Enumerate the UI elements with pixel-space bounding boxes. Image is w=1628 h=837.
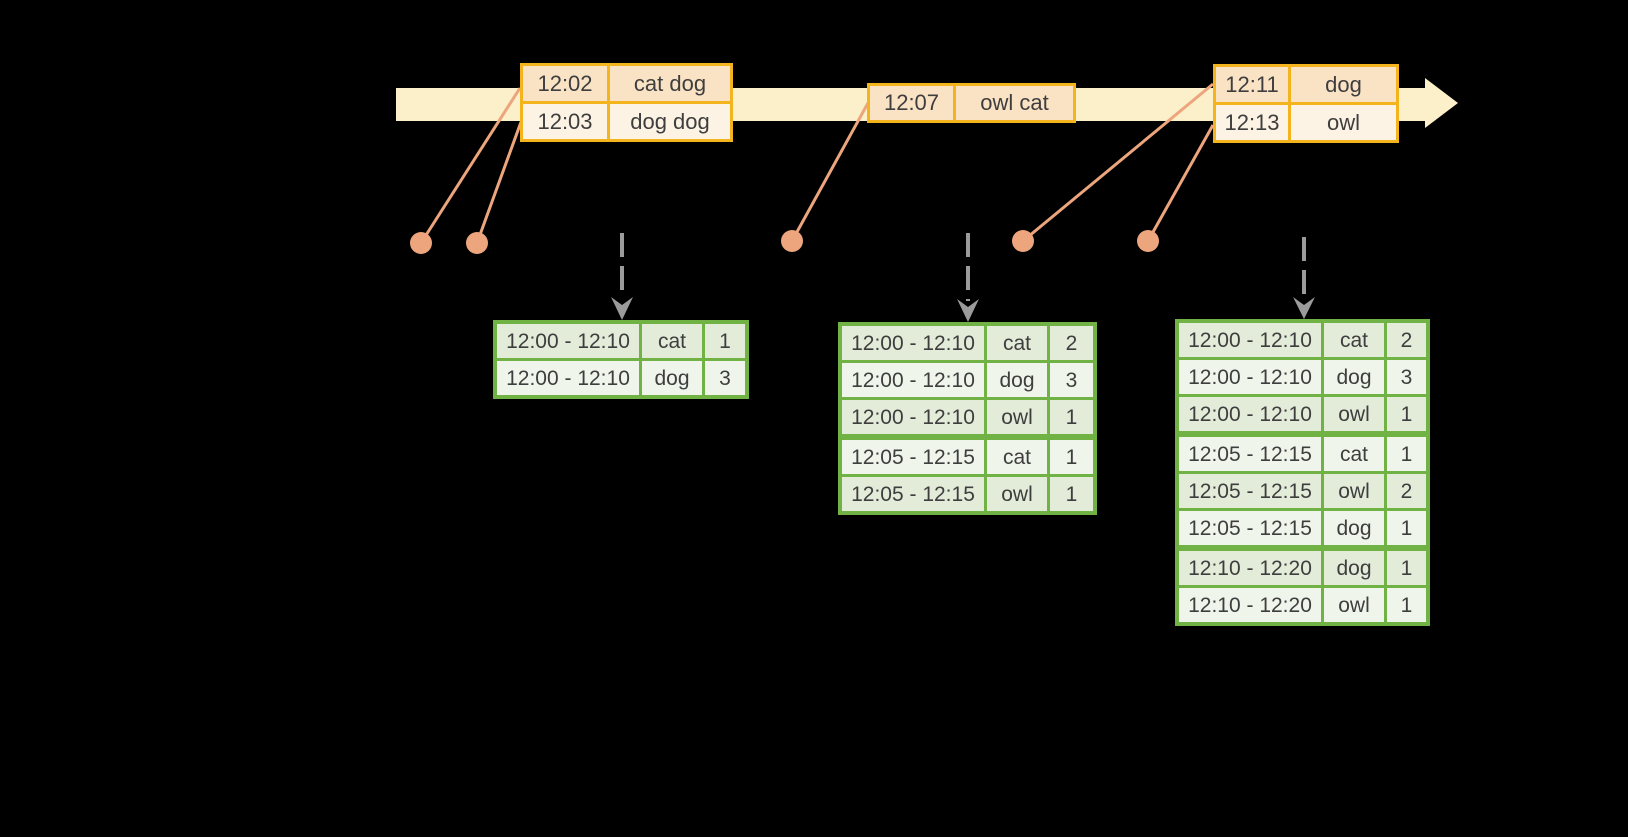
count-cell: 1 [1050,440,1093,474]
count-cell: 1 [1387,588,1426,622]
event-connector-line [1146,124,1215,242]
event-dot-icon [466,232,488,254]
result-table-2: 12:00 - 12:10 cat 2 12:00 - 12:10 dog 3 … [838,322,1097,515]
result-row: 12:05 - 12:15 cat 1 [842,440,1093,474]
result-row: 12:00 - 12:10 dog 3 [1179,360,1426,394]
result-row: 12:00 - 12:10 cat 1 [497,324,745,358]
event-table-1: 12:02 cat dog 12:03 dog dog [520,63,733,142]
event-time-cell: 12:11 [1216,67,1288,102]
event-table-2: 12:07 owl cat [867,83,1076,123]
result-row: 12:00 - 12:10 dog 3 [842,363,1093,397]
event-dot-icon [1012,230,1034,252]
event-connector-line [1022,82,1214,243]
count-cell: 1 [1050,477,1093,511]
event-words-cell: owl cat [956,86,1073,120]
word-cell: owl [987,400,1047,434]
word-cell: owl [987,477,1047,511]
window-cell: 12:05 - 12:15 [1179,474,1321,508]
count-cell: 1 [1387,397,1426,431]
trigger-arrowhead-icon [1293,297,1315,319]
count-cell: 1 [1387,511,1426,545]
event-words-cell: dog dog [610,104,730,139]
window-cell: 12:10 - 12:20 [1179,588,1321,622]
event-connector-line [475,121,523,244]
trigger-arrowhead-icon [611,297,633,320]
window-cell: 12:00 - 12:10 [1179,397,1321,431]
event-time-cell: 12:03 [523,104,607,139]
count-cell: 1 [1050,400,1093,434]
window-cell: 12:00 - 12:10 [497,361,639,395]
result-row: 12:05 - 12:15 cat 1 [1179,437,1426,471]
event-dot-icon [781,230,803,252]
timeline-arrowhead-icon [1425,78,1458,128]
word-cell: dog [1324,360,1384,394]
count-cell: 2 [1387,323,1426,357]
window-cell: 12:00 - 12:10 [842,326,984,360]
result-row: 12:05 - 12:15 owl 2 [1179,474,1426,508]
trigger-arrowhead-icon [957,299,979,322]
window-cell: 12:05 - 12:15 [1179,437,1321,471]
count-cell: 1 [1387,551,1426,585]
count-cell: 3 [1387,360,1426,394]
word-cell: dog [1324,511,1384,545]
count-cell: 2 [1050,326,1093,360]
count-cell: 3 [1050,363,1093,397]
result-row: 12:00 - 12:10 cat 2 [842,326,1093,360]
event-dot-icon [410,232,432,254]
event-words-cell: owl [1291,105,1396,140]
result-row: 12:00 - 12:10 cat 2 [1179,323,1426,357]
window-cell: 12:00 - 12:10 [1179,323,1321,357]
result-row: 12:10 - 12:20 dog 1 [1179,551,1426,585]
word-cell: cat [1324,437,1384,471]
window-cell: 12:00 - 12:10 [497,324,639,358]
window-cell: 12:10 - 12:20 [1179,551,1321,585]
event-dot-icon [1137,230,1159,252]
word-cell: dog [1324,551,1384,585]
word-cell: dog [987,363,1047,397]
event-connector-line [419,87,522,244]
window-cell: 12:00 - 12:10 [842,400,984,434]
result-row: 12:05 - 12:15 owl 1 [842,477,1093,511]
word-cell: owl [1324,474,1384,508]
count-cell: 1 [1387,437,1426,471]
window-cell: 12:05 - 12:15 [842,440,984,474]
event-words-cell: dog [1291,67,1396,102]
window-cell: 12:00 - 12:10 [1179,360,1321,394]
result-row: 12:10 - 12:20 owl 1 [1179,588,1426,622]
result-row: 12:05 - 12:15 dog 1 [1179,511,1426,545]
result-table-3: 12:00 - 12:10 cat 2 12:00 - 12:10 dog 3 … [1175,319,1430,626]
word-cell: cat [987,326,1047,360]
event-words-cell: cat dog [610,66,730,101]
result-table-1: 12:00 - 12:10 cat 1 12:00 - 12:10 dog 3 [493,320,749,399]
result-row: 12:00 - 12:10 owl 1 [842,400,1093,434]
window-cell: 12:05 - 12:15 [1179,511,1321,545]
result-row: 12:00 - 12:10 dog 3 [497,361,745,395]
event-table-3: 12:11 dog 12:13 owl [1213,64,1399,143]
word-cell: cat [642,324,702,358]
word-cell: cat [987,440,1047,474]
count-cell: 1 [705,324,745,358]
event-time-cell: 12:07 [870,86,953,120]
window-cell: 12:00 - 12:10 [842,363,984,397]
word-cell: owl [1324,397,1384,431]
event-connector-line [790,102,870,242]
count-cell: 2 [1387,474,1426,508]
word-cell: owl [1324,588,1384,622]
window-cell: 12:05 - 12:15 [842,477,984,511]
word-cell: dog [642,361,702,395]
count-cell: 3 [705,361,745,395]
event-time-cell: 12:02 [523,66,607,101]
word-cell: cat [1324,323,1384,357]
result-row: 12:00 - 12:10 owl 1 [1179,397,1426,431]
event-time-cell: 12:13 [1216,105,1288,140]
